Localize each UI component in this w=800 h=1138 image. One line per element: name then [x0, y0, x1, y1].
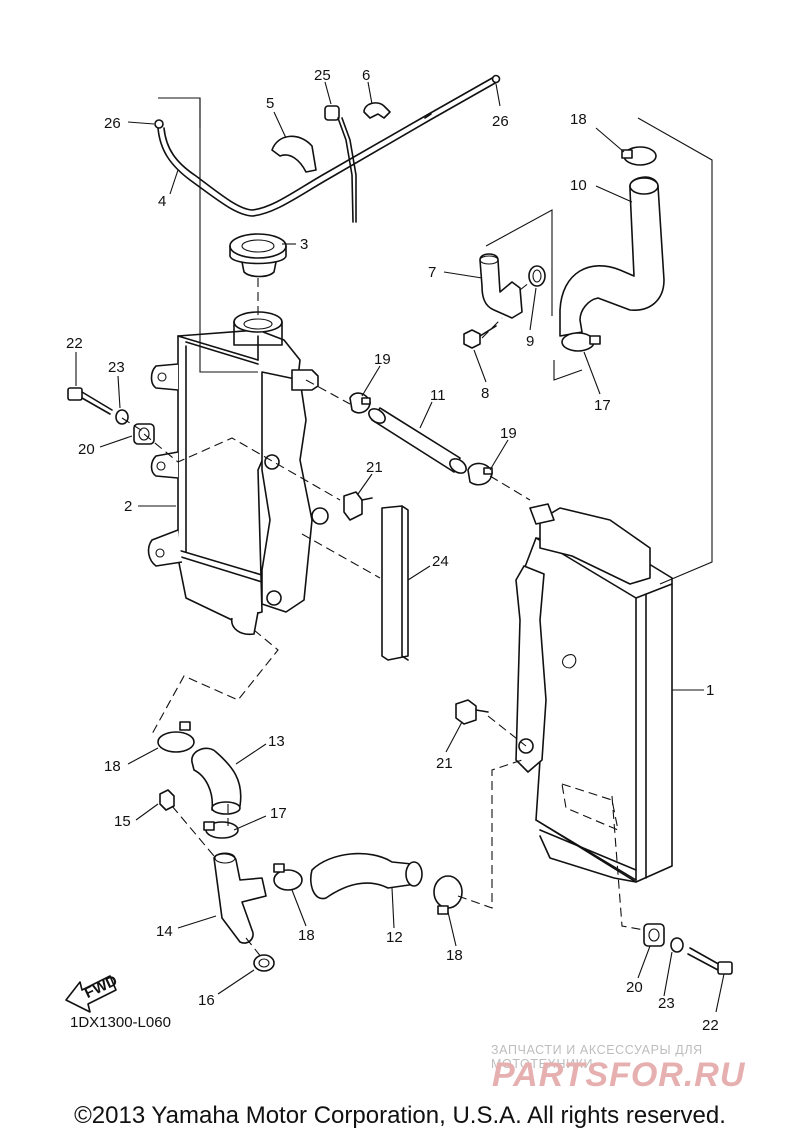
copyright-notice: ©2013 Yamaha Motor Corporation, U.S.A. A…	[74, 1102, 726, 1129]
watermark-text: ЗАПЧАСТИ И АКСЕССУАРЫ ДЛЯ МОТОТЕХНИКИ	[491, 1043, 703, 1071]
hose-clamp-6	[363, 102, 391, 119]
callout-22-right: 22	[702, 1017, 719, 1034]
callout-20-left: 20	[78, 441, 95, 458]
callout-23-left: 23	[108, 359, 125, 376]
callout-18-lower-left: 18	[104, 758, 121, 775]
callout-8: 8	[481, 385, 489, 402]
bolt-21-left	[343, 491, 373, 521]
callout-22-left: 22	[66, 335, 83, 352]
callout-16: 16	[198, 992, 215, 1009]
callout-9: 9	[526, 333, 534, 350]
radiator-cap	[229, 233, 287, 278]
radiator-hose-12	[310, 852, 423, 900]
cable-tie	[324, 105, 357, 223]
air-bleed-bolt-15	[159, 789, 175, 811]
collar-23-right	[670, 937, 684, 953]
callout-4: 4	[158, 193, 166, 210]
callout-7: 7	[428, 264, 436, 281]
callout-numbers: 26 25 6 26 5 4 3 18 10 7 9 8 17 22 23 19…	[66, 67, 719, 1034]
callout-24: 24	[432, 553, 449, 570]
callout-25: 25	[314, 67, 331, 84]
callout-leaders	[75, 81, 725, 1013]
radiator-hose-13	[191, 747, 242, 815]
callout-20-right: 20	[626, 979, 643, 996]
callout-3: 3	[300, 236, 308, 253]
callout-19-upper: 19	[374, 351, 391, 368]
hose-clamp-19-lower	[467, 462, 493, 486]
callout-26-right: 26	[492, 113, 509, 130]
callout-11: 11	[430, 387, 446, 404]
overflow-hose	[157, 76, 498, 217]
hose-clamp-17-upper	[561, 332, 601, 352]
hose-clamp-19-upper	[349, 392, 371, 414]
callout-6: 6	[362, 67, 370, 84]
callout-14: 14	[156, 923, 173, 940]
callout-15: 15	[114, 813, 131, 830]
callout-26-left: 26	[104, 115, 121, 132]
hose-clip-26-right	[491, 74, 501, 84]
watermark-logo: PARTSFOR.RU	[492, 1056, 746, 1094]
radiator-hose-10	[559, 176, 665, 337]
callout-10: 10	[570, 177, 587, 194]
radiator-pipe-11	[368, 407, 467, 474]
callout-2: 2	[124, 498, 132, 515]
callout-5: 5	[266, 95, 274, 112]
left-radiator	[147, 311, 329, 636]
hose-clamp-18-upper	[621, 146, 657, 166]
callout-23-right: 23	[658, 995, 675, 1012]
callout-18-lower-right: 18	[446, 947, 463, 964]
hose-clamp-18-lower-mid	[273, 863, 303, 891]
fwd-arrow-icon: FWD	[65, 972, 120, 1013]
diagram-code: 1DX1300-L060	[70, 1014, 171, 1031]
callout-21-left: 21	[366, 459, 383, 476]
callout-18-lower-mid: 18	[298, 927, 315, 944]
callout-12: 12	[386, 929, 403, 946]
hose-clamp-17-lower	[203, 821, 239, 839]
bolt-22-right	[687, 947, 733, 975]
bolt-22-left	[67, 387, 113, 415]
callout-17-lower: 17	[270, 805, 287, 822]
callout-1: 1	[706, 682, 714, 699]
grommet-20-right	[643, 923, 665, 947]
collar-23-left	[115, 409, 129, 425]
callout-18-upper: 18	[570, 111, 587, 128]
sponge	[381, 505, 409, 661]
bolt-8	[463, 325, 497, 349]
o-ring-9	[528, 265, 546, 287]
radiator-joint	[479, 253, 523, 319]
hose-clamp-18-lower-left	[157, 721, 195, 753]
assembly-lines	[121, 97, 713, 959]
hose-clip-26-left	[154, 119, 164, 129]
callout-13: 13	[268, 733, 285, 750]
hose-clamp-18-lower-right	[433, 875, 463, 915]
callout-21-right: 21	[436, 755, 453, 772]
callout-19-lower: 19	[500, 425, 517, 442]
bolt-21-right	[455, 699, 489, 725]
hose-pipe-14	[213, 852, 267, 944]
hose-clamp-5	[271, 135, 317, 173]
callout-17-upper: 17	[594, 397, 611, 414]
o-ring-16	[253, 954, 275, 972]
right-radiator	[515, 503, 673, 883]
